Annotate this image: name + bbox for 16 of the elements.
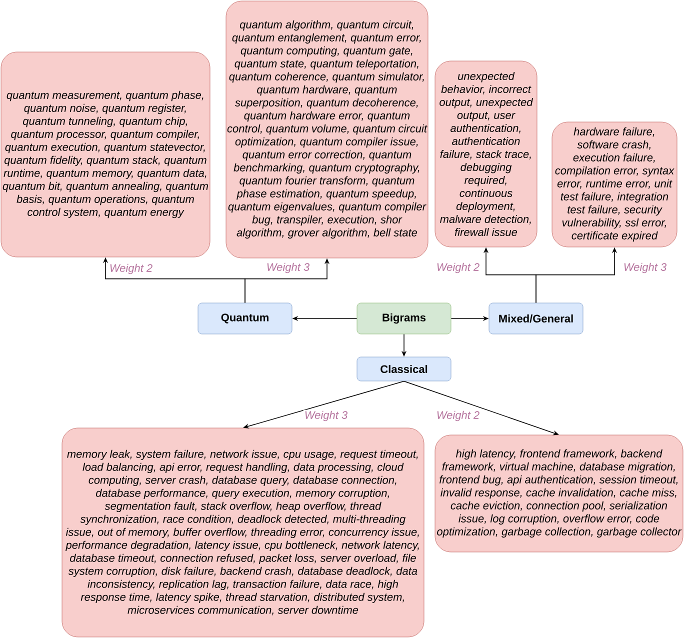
keyword-box: memory leak, system failure, network issue, cpu usage, request timeout, load balancing, api error, request handling, data processing, cloud computing, server crash, database query, database connection, database performance, query execution, memory corruption, segmentation fault, stack overflow, heap overflow, thread synchronization, race condition, deadlock detected, multi-threading issue, out of memory, buffer overflow, threading error, concurrency issue, performance degradation, latency issue, cpu bottleneck, network latency, database timeout, connection refused, packet loss, server overload, file system corruption, disk failure, backend crash, database deadlock, data inconsistency, replication lag, transaction failure, data race, high response time, latency spike, thread starvation, distributed system, microservices communication, server downtime	[62, 428, 424, 638]
edge-label: Weight 3	[265, 262, 311, 274]
category-box: Classical	[356, 356, 452, 382]
edge-label: Weight 3	[303, 410, 349, 422]
keyword-box: unexpected behavior, incorrect output, unexpected output, user authentication, authentication failure, stack trace, debugging required, continuous deployment, malware detection, firewall issue	[434, 60, 538, 248]
edge-label: Weight 2	[435, 410, 481, 422]
keyword-box: quantum measurement, quantum phase, quantum noise, quantum register, quantum tunneling, quantum chip, quantum processor, quantum compiler, quantum execution, quantum statevector, quantum fidelity, quantum stack, quantum runtime, quantum memory, quantum data, quantum bit, quantum annealing, quantum basis, quantum operations, quantum control system, quantum energy	[0, 52, 210, 258]
edge-label: Weight 2	[108, 262, 154, 276]
keyword-box: quantum algorithm, quantum circuit, quantum entanglement, quantum error, quantum computing, quantum gate, quantum state, quantum teleportation, quantum coherence, quantum simulator, quantum hardware, quantum superposition, quantum decoherence, quantum hardware error, quantum control, quantum volume, quantum circuit optimization, quantum compiler issue, quantum error correction, quantum benchmarking, quantum cryptography, quantum fourier transform, quantum phase estimation, quantum speedup, quantum eigenvalues, quantum compiler bug, transpiler, execution, shor algorithm, grover algorithm, bell state	[226, 0, 428, 258]
keyword-box: high latency, frontend framework, backend framework, virtual machine, database migration, frontend bug, api authentication, session timeout, invalid response, cache invalidation, cache miss, cache eviction, connection pool, serialization issue, log corruption, overflow error, code optimization, garbage collection, garbage collector	[434, 434, 684, 552]
root-box: Bigrams	[356, 302, 452, 334]
edge-label: Weight 2	[435, 262, 481, 274]
category-box: Mixed/General	[488, 302, 584, 334]
keyword-box: hardware failure, software crash, execution failure, compilation error, syntax error, runtime error, unit test failure, integration test failure, security vulnerability, ssl error, certificate expired	[552, 122, 678, 248]
edge-label: Weight 3	[622, 262, 668, 274]
category-box: Quantum	[198, 302, 292, 334]
